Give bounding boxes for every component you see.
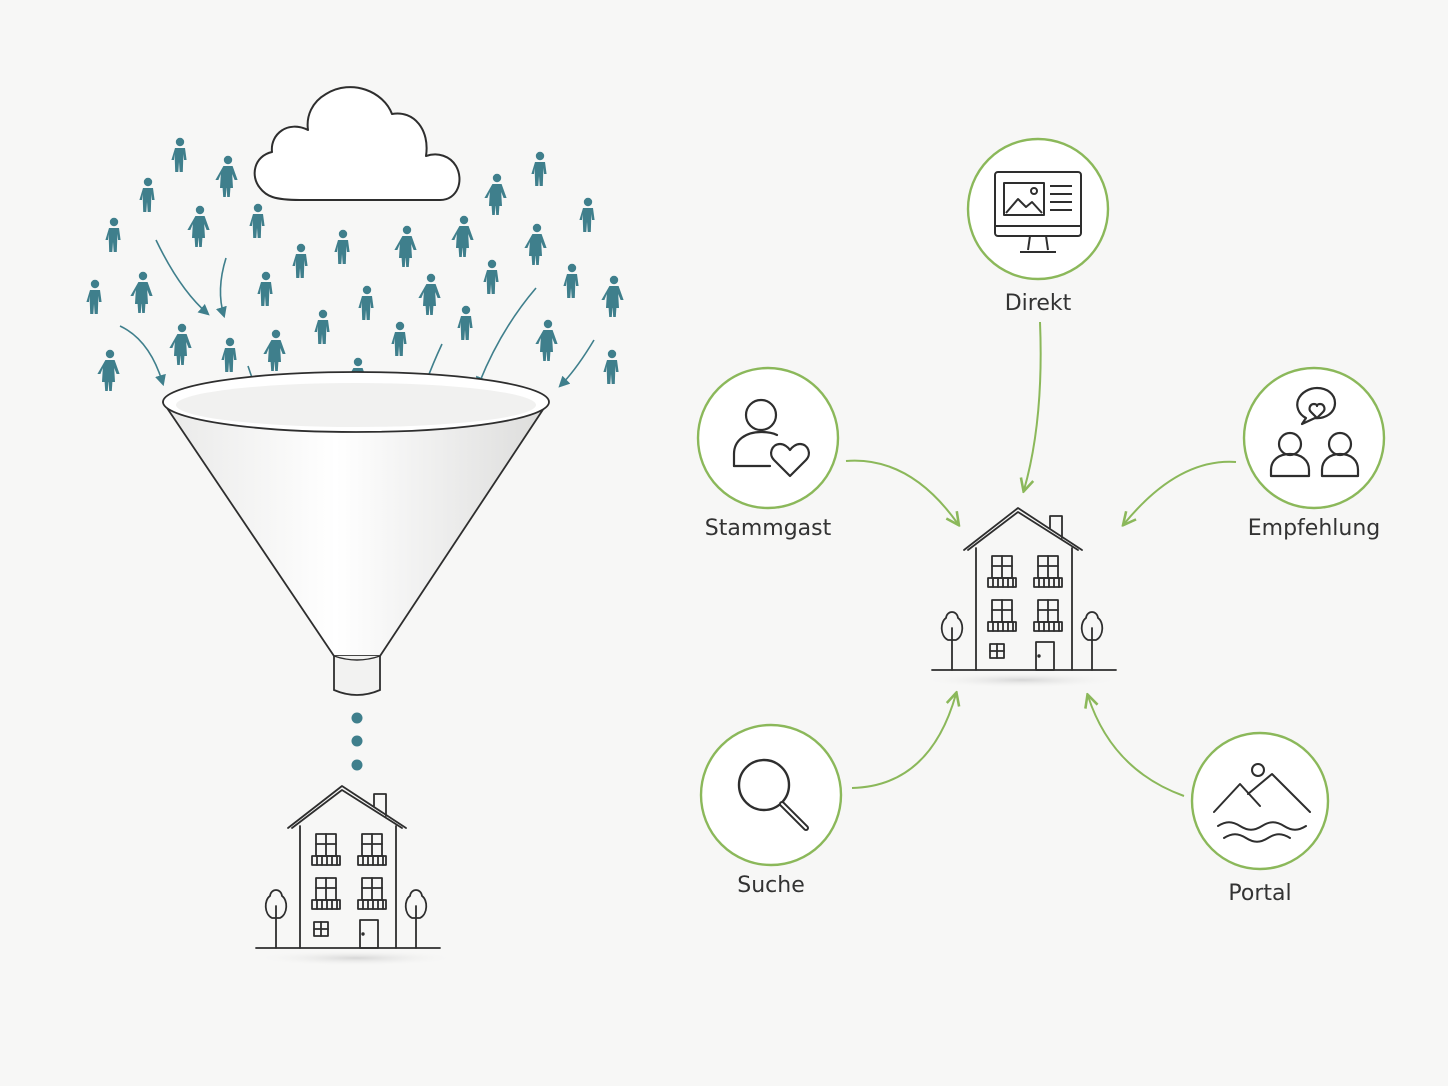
person-icon	[105, 217, 121, 252]
person-icon	[169, 323, 192, 365]
label-empfehlung: Empfehlung	[1248, 516, 1380, 541]
label-stammgast: Stammgast	[705, 516, 832, 541]
cloud-icon	[253, 86, 461, 201]
label-direkt: Direkt	[1005, 291, 1072, 316]
house-icon	[255, 785, 441, 949]
person-icon	[263, 329, 286, 371]
chat-heart-people-icon	[1269, 386, 1360, 478]
channel-suche: Suche	[699, 723, 843, 898]
label-suche: Suche	[737, 873, 804, 898]
monitor-icon	[994, 171, 1082, 253]
person-icon	[603, 349, 619, 384]
right-channels-panel: Direkt Stammgast Empfehl	[696, 137, 1386, 906]
person-icon	[139, 177, 155, 212]
left-funnel-panel	[86, 86, 624, 966]
person-icon	[579, 197, 595, 232]
person-icon	[563, 263, 579, 298]
person-icon	[86, 279, 102, 314]
inflow-arrows	[119, 239, 595, 419]
person-icon	[394, 225, 417, 267]
person-icon	[601, 275, 624, 317]
person-icon	[531, 151, 547, 186]
person-icon	[314, 309, 330, 344]
funnel-output-dots	[351, 712, 363, 771]
person-icon	[524, 223, 547, 265]
person-icon	[171, 137, 187, 172]
person-icon	[249, 203, 265, 238]
person-icon	[334, 229, 350, 264]
person-icon	[358, 285, 374, 320]
person-icon	[451, 215, 474, 257]
channel-empfehlung: Empfehlung	[1242, 366, 1386, 541]
person-icon	[257, 271, 273, 306]
person-icon	[457, 305, 473, 340]
user-heart-icon	[732, 398, 810, 478]
label-portal: Portal	[1228, 881, 1291, 906]
channel-arrows	[845, 321, 1237, 797]
house-icon	[931, 507, 1117, 671]
person-icon	[484, 173, 507, 215]
person-icon	[187, 205, 210, 247]
person-icon	[292, 243, 308, 278]
funnel-icon	[162, 371, 550, 696]
person-icon	[215, 155, 238, 197]
person-icon	[483, 259, 499, 294]
person-icon	[418, 273, 441, 315]
channel-stammgast: Stammgast	[696, 366, 840, 541]
person-icon	[221, 337, 237, 372]
search-icon	[737, 758, 809, 831]
channel-portal: Portal	[1190, 731, 1330, 906]
person-icon	[535, 319, 558, 361]
person-icon	[391, 321, 407, 356]
landscape-icon	[1213, 763, 1311, 843]
person-icon	[130, 271, 153, 313]
channel-direkt: Direkt	[966, 137, 1110, 316]
person-icon	[97, 349, 120, 391]
